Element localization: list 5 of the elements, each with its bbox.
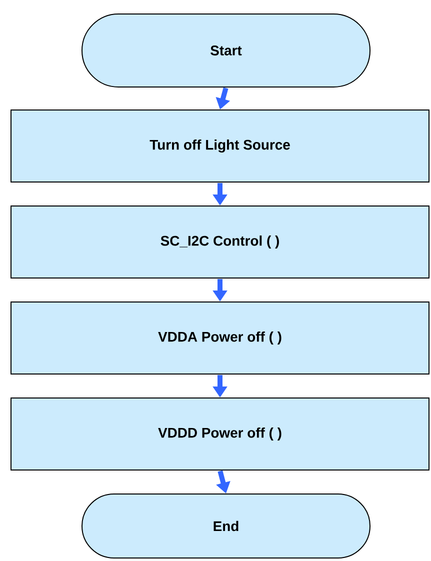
process-box: VDDA Power off ( )	[10, 302, 430, 374]
process-box: VDDD Power off ( )	[10, 398, 430, 470]
terminal-oval: End	[82, 494, 370, 558]
process-box: Turn off Light Source	[10, 110, 430, 182]
process-box: SC_I2C Control ( )	[10, 206, 430, 278]
